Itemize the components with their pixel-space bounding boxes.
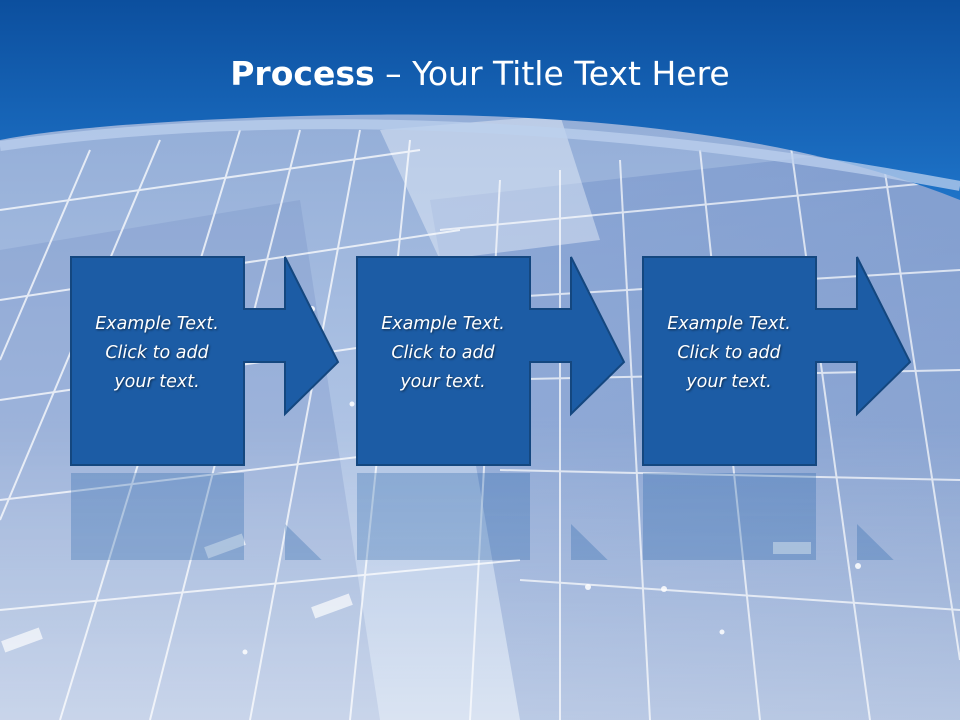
step-reflection (70, 470, 340, 560)
step-reflection (642, 470, 912, 560)
step-text-line-2: Click to add (677, 343, 781, 363)
step-text-line-2: Click to add (105, 343, 209, 363)
process-step-1[interactable]: Example Text. Click to add your text. (70, 256, 340, 560)
title-rest-text: – Your Title Text Here (374, 54, 730, 93)
arrow-right-icon (642, 256, 912, 466)
process-step-3[interactable]: Example Text. Click to add your text. (642, 256, 912, 560)
arrow-right-icon (356, 256, 626, 466)
step-text[interactable]: Example Text. Click to add your text. (358, 310, 528, 397)
step-text-line-2: Click to add (391, 343, 495, 363)
title-bold-text: Process (230, 54, 375, 93)
step-text-line-1: Example Text. (667, 314, 791, 334)
step-text-line-1: Example Text. (381, 314, 505, 334)
step-text-line-1: Example Text. (95, 314, 219, 334)
process-step-2[interactable]: Example Text. Click to add your text. (356, 256, 626, 560)
step-text-line-3: your text. (114, 372, 200, 392)
step-text-line-3: your text. (686, 372, 772, 392)
step-text[interactable]: Example Text. Click to add your text. (644, 310, 814, 397)
arrow-right-icon (70, 256, 340, 466)
step-text-line-3: your text. (400, 372, 486, 392)
step-reflection (356, 470, 626, 560)
slide-title[interactable]: Process – Your Title Text Here (0, 50, 960, 98)
step-text[interactable]: Example Text. Click to add your text. (72, 310, 242, 397)
